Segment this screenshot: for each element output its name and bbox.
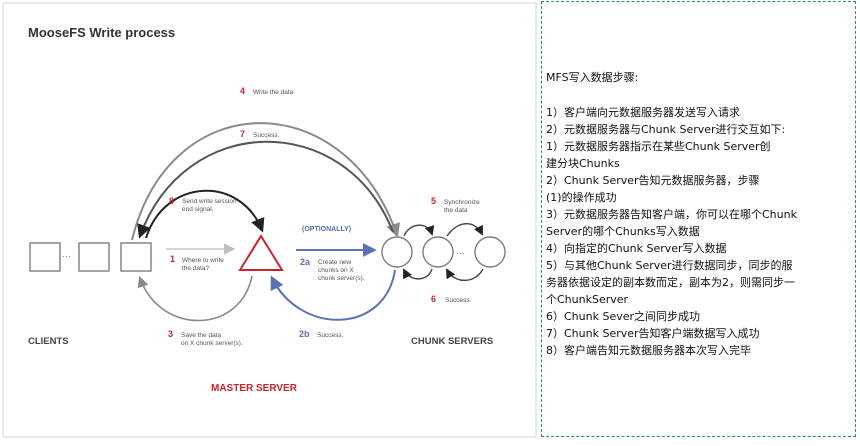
clients-ellipsis: ···	[62, 251, 71, 261]
step-8-text-1: Send write session	[182, 198, 237, 205]
arrow-step-6b	[446, 268, 484, 282]
step-7-number: 7	[240, 129, 245, 139]
notes-panel: MFS写入数据步骤: 1）客户端向元数据服务器发送写入请求 2）元数据服务器与C…	[541, 1, 856, 437]
note-step-8: 8）客户端告知元数据服务器本次写入完毕	[546, 344, 751, 357]
arrow-step-5b	[446, 223, 483, 237]
chunk-server-3	[474, 236, 506, 268]
chunk-servers-ellipsis: ···	[456, 248, 465, 258]
client-box-1	[29, 242, 61, 272]
step-8-number: 8	[169, 196, 174, 206]
diagram-frame	[2, 2, 537, 438]
note-step-2-1: 1）元数据服务器指示在某些Chunk Server创	[546, 140, 771, 153]
arrow-step-4	[131, 122, 400, 241]
step-2a-number: 2a	[300, 257, 311, 267]
chunk-server-2	[422, 236, 454, 268]
step-2b-number: 2b	[299, 329, 310, 339]
client-box-3	[120, 242, 152, 272]
step-1-text-1: Where to write	[182, 257, 224, 264]
master-server-label: MASTER SERVER	[211, 383, 298, 394]
step-4-number: 4	[240, 86, 245, 96]
master-server-triangle	[238, 234, 284, 271]
step-5-text-2: the data	[444, 207, 468, 214]
arrow-step-8	[145, 189, 265, 239]
note-step-3b: Server的哪个Chunks写入数据	[546, 225, 700, 238]
note-step-2: 2）元数据服务器与Chunk Server进行交互如下:	[546, 123, 786, 136]
note-step-4: 4）向指定的Chunk Server写入数据	[546, 242, 727, 255]
step-5-text-1: Synchronize	[444, 199, 480, 206]
chunk-servers-label: CHUNK SERVERS	[411, 336, 493, 347]
diagram-svg: MooseFS Write process ··· CLIENTS MASTER…	[2, 2, 537, 438]
step-1-number: 1	[170, 254, 175, 264]
optionally-label: (OPTIONALLY)	[302, 226, 351, 233]
step-3-number: 3	[168, 329, 173, 339]
note-step-2-1b: 建分块Chunks	[546, 157, 620, 170]
clients-label: CLIENTS	[28, 336, 69, 347]
arrow-step-5a	[403, 224, 435, 237]
step-2a-text-3: chunk server(s).	[318, 275, 365, 282]
note-step-3: 3）元数据服务器告知客户端，你可以在哪个Chunk	[546, 208, 797, 221]
arrow-step-6a	[403, 268, 433, 280]
step-4-text-1: Write the data	[253, 89, 294, 96]
step-6-text-1: Success.	[445, 297, 472, 304]
step-5-number: 5	[431, 196, 436, 206]
step-2b-text-1: Success.	[317, 332, 344, 339]
step-1-text-2: the data?	[182, 265, 209, 272]
write-process-diagram: MooseFS Write process ··· CLIENTS MASTER…	[2, 2, 537, 438]
step-7-text-1: Success.	[253, 132, 280, 139]
step-3-text-2: on X chunk server(s).	[181, 340, 243, 347]
arrow-step-7	[137, 140, 394, 239]
note-step-5: 5）与其他Chunk Server进行数据同步，同步的服	[546, 259, 793, 272]
step-2a-text-2: chunks on X	[318, 267, 354, 274]
note-step-5b: 务器依据设定的副本数而定，副本为2，则需同步一	[546, 276, 795, 289]
note-step-5c: 个ChunkServer	[546, 293, 629, 306]
diagram-title: MooseFS Write process	[28, 25, 175, 40]
step-3-text-1: Save the data	[181, 332, 221, 339]
note-step-2-2: 2）Chunk Server告知元数据服务器，步骤	[546, 174, 760, 187]
arrow-step-2b	[270, 269, 396, 321]
note-step-2-2b: (1)的操作成功	[546, 191, 617, 204]
step-2a-text-1: Create new	[318, 259, 352, 266]
note-step-1: 1）客户端向元数据服务器发送写入请求	[546, 106, 740, 119]
note-step-6: 6）Chunk Sever之间同步成功	[546, 310, 701, 323]
arrow-step-3	[137, 275, 253, 322]
note-step-7: 7）Chunk Server告知客户端数据写入成功	[546, 327, 760, 340]
notes-heading: MFS写入数据步骤:	[546, 71, 639, 84]
client-box-2	[78, 242, 110, 272]
step-6-number: 6	[431, 294, 436, 304]
step-8-text-2: end signal.	[182, 206, 214, 213]
